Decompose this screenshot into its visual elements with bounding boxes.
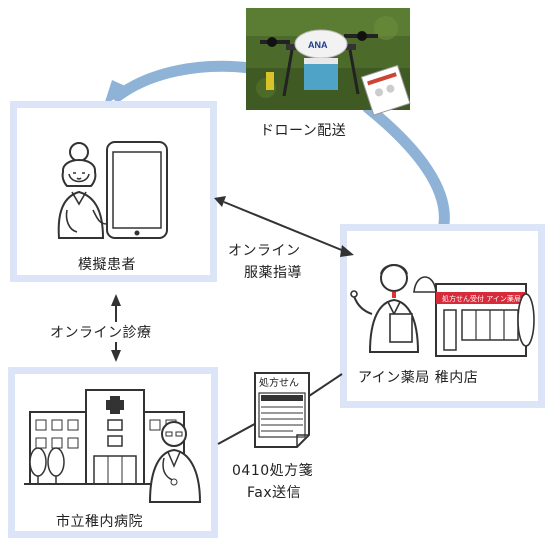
drone-brand: ANA [308,40,328,50]
pharmacist-icon [350,264,420,353]
patient-illustration [57,141,168,239]
consult-label: オンライン診療 [48,322,154,342]
drone-photo: ANA [246,8,411,116]
guidance-label-line1: オンライン [228,243,301,259]
pharmacy-building-icon: 処方せん受付 アイン薬局 [413,276,535,357]
fax-label-line2: Fax送信 [247,485,302,501]
hospital-illustration [24,389,202,503]
drone-icon: ANA [260,29,378,97]
pharmacy-sign: 処方せん受付 アイン薬局 [442,294,521,303]
pharmacy-label: アイン薬局 稚内店 [358,370,479,386]
guidance-label-line2: 服薬指導 [244,265,302,281]
drone-label: ドローン配送 [260,123,347,139]
elderly-woman-icon [57,142,108,239]
hospital-label: 市立稚内病院 [56,514,143,530]
pharmacy-illustration: 処方せん受付 アイン薬局 [350,264,535,357]
flyer-icon [360,64,411,116]
fax-label-line1: 0410処方箋 [232,463,314,479]
pharmacy-to-drone-arrow [362,102,450,230]
patient-label: 模擬患者 [78,257,136,273]
doctor-icon [148,421,202,503]
drone-to-patient-arrowhead [104,80,132,105]
prescription-document: 処方せん [254,372,310,448]
prescription-title: 処方せん [259,376,299,389]
